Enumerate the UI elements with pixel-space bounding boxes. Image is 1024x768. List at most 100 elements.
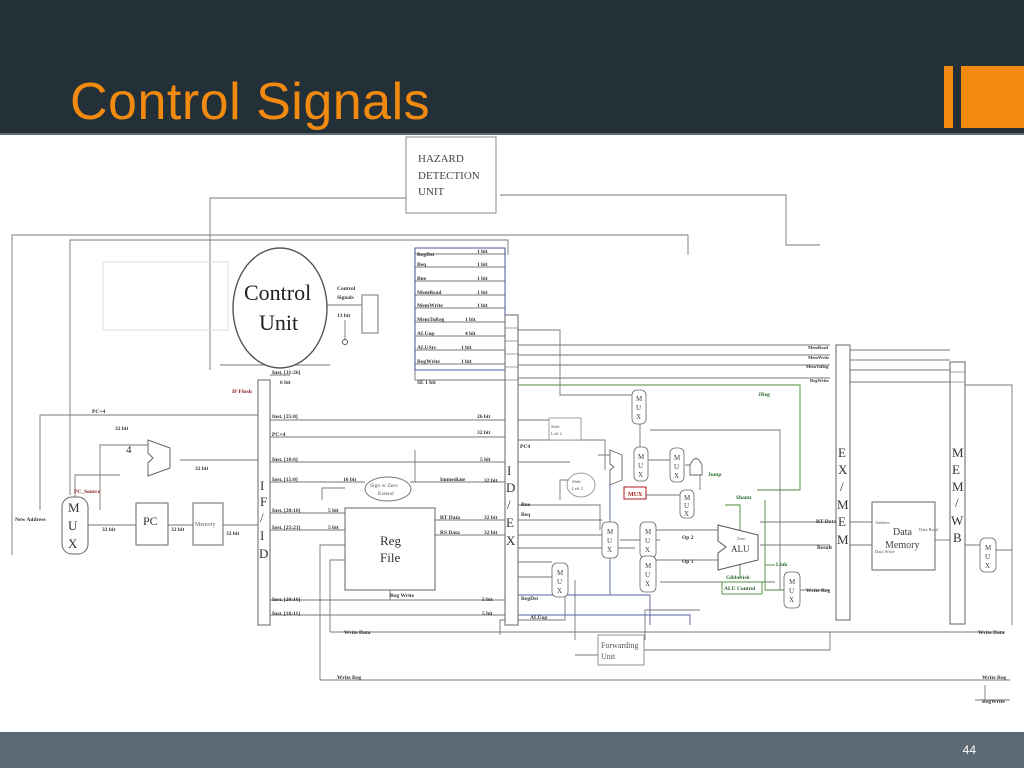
svg-text:26 bit: 26 bit (477, 414, 490, 420)
svg-text:E: E (506, 515, 514, 530)
svg-text:M: M (684, 494, 691, 502)
svg-text:Control: Control (337, 286, 356, 292)
svg-text:M: M (638, 453, 645, 461)
control-unit-line-2: Unit (259, 310, 298, 335)
ex-mem-register: E X / M E M MemRead MemWrite MemToReg Re… (806, 344, 851, 621)
svg-text:MemRead: MemRead (808, 345, 828, 350)
svg-text:X: X (638, 471, 643, 479)
diagram-area: HAZARD DETECTION UNIT Control Unit Contr… (0, 135, 1024, 732)
reg-file: Reg File Reg Write RT Data RS Data 32 bi… (344, 507, 497, 599)
svg-text:Write Reg: Write Reg (982, 675, 1006, 681)
svg-text:SE 1 bit: SE 1 bit (417, 380, 436, 386)
svg-text:Zero: Zero (737, 536, 746, 541)
title-band (0, 0, 1024, 135)
blank-box (102, 261, 229, 331)
svg-text:M: M (837, 532, 849, 547)
svg-text:M: M (674, 454, 681, 462)
svg-text:File: File (380, 550, 400, 565)
svg-text:Beq: Beq (521, 512, 531, 518)
svg-text:PC_Source: PC_Source (74, 489, 101, 495)
svg-text:32 bit: 32 bit (477, 430, 490, 436)
svg-text:6 bit: 6 bit (280, 380, 291, 386)
wires (11, 194, 1013, 701)
svg-text:Inst. [16:11]: Inst. [16:11] (272, 611, 300, 617)
svg-text:X: X (985, 562, 990, 570)
svg-text:MemWrite: MemWrite (808, 355, 829, 360)
svg-text:W: W (951, 513, 964, 528)
svg-text:New Address: New Address (15, 517, 46, 523)
ex-stage: Shift Left 2 Shift Left 2 M U X M U X M … (548, 389, 836, 609)
svg-text:1 bit: 1 bit (461, 359, 472, 365)
svg-text:E: E (838, 445, 846, 460)
svg-text:Inst. [20:16]: Inst. [20:16] (272, 508, 301, 514)
svg-text:5 bit: 5 bit (482, 597, 493, 603)
mem-wb-register: M E M / W B M U X (949, 361, 997, 625)
svg-text:1 bit: 1 bit (477, 290, 488, 296)
svg-text:Inst. [15:0]: Inst. [15:0] (272, 477, 298, 483)
svg-text:M: M (952, 479, 964, 494)
forwarding-unit: Forwarding Unit (597, 634, 645, 666)
svg-text:Inst. [10:6]: Inst. [10:6] (272, 457, 298, 463)
svg-text:X: X (789, 596, 794, 604)
svg-text:MemToReg: MemToReg (417, 317, 445, 323)
svg-text:Inst. [25:0]: Inst. [25:0] (272, 414, 298, 420)
svg-text:Memory: Memory (195, 522, 216, 528)
id-ex-outputs: Bne Beq PC4 RegDst ALUop (520, 444, 547, 621)
svg-text:E: E (952, 462, 960, 477)
svg-text:MemToReg: MemToReg (806, 364, 829, 369)
if-flush-label: IF Flush (232, 389, 252, 395)
svg-text:PC+4: PC+4 (272, 432, 285, 438)
svg-text:U: U (645, 571, 650, 579)
svg-text:32 bit: 32 bit (484, 478, 497, 484)
blue-wires (504, 250, 691, 625)
svg-text:I: I (260, 478, 264, 493)
svg-text:Memory: Memory (885, 540, 919, 551)
svg-text:U: U (789, 587, 794, 595)
svg-text:Inst. [25:21]: Inst. [25:21] (272, 525, 301, 531)
svg-text:X: X (68, 536, 78, 551)
svg-text:Forwarding: Forwarding (601, 641, 638, 650)
fetch-stage: PC+4 32 bit 32 bit 4 PC_Source New Addre… (15, 409, 239, 555)
svg-text:Link: Link (776, 562, 788, 568)
svg-text:X: X (674, 472, 679, 480)
svg-text:M: M (607, 528, 614, 536)
svg-text:5 bit: 5 bit (328, 525, 339, 531)
svg-text:Data: Data (893, 527, 912, 538)
svg-text:Write Reg: Write Reg (806, 588, 830, 594)
svg-text:I: I (507, 463, 511, 478)
svg-text:Unit: Unit (601, 652, 616, 661)
svg-text:Write Data: Write Data (978, 630, 1005, 636)
svg-text:32 bit: 32 bit (115, 426, 128, 432)
svg-text:Shift: Shift (572, 479, 582, 484)
id-ex-register: I D / E X (504, 314, 519, 626)
footer-band (0, 732, 1024, 768)
svg-text:Extend: Extend (378, 491, 394, 497)
svg-text:4: 4 (126, 444, 132, 456)
signal-list: RegDst 1 bit Beq 1 bit Bne 1 bit MemRead… (414, 247, 506, 386)
svg-text:U: U (557, 578, 562, 586)
accent-bar-wide (961, 66, 1024, 128)
svg-text:Bne: Bne (417, 276, 427, 282)
svg-text:U: U (68, 518, 78, 533)
svg-text:1 bit: 1 bit (477, 249, 488, 255)
data-memory: Data Memory Address Data Read Data Write (871, 501, 939, 571)
hazard-line-3: UNIT (418, 186, 445, 198)
svg-text:5 bit: 5 bit (482, 611, 493, 617)
svg-text:16 bit: 16 bit (343, 477, 356, 483)
svg-text:Write Data: Write Data (344, 630, 371, 636)
svg-text:Shift: Shift (551, 424, 561, 429)
svg-text:RegDst: RegDst (521, 596, 538, 602)
svg-text:RegWrite: RegWrite (417, 359, 440, 365)
svg-text:32 bit: 32 bit (102, 527, 115, 533)
svg-text:MemRead: MemRead (417, 290, 441, 296)
svg-text:B: B (953, 530, 962, 545)
hazard-line-1: HAZARD (418, 153, 464, 165)
svg-text:Signals: Signals (337, 295, 354, 301)
svg-text:M: M (985, 544, 992, 552)
control-unit: Control Unit (232, 247, 328, 369)
svg-text:U: U (636, 404, 641, 412)
svg-text:Inst. [20:16]: Inst. [20:16] (272, 597, 301, 603)
svg-text:Op 1: Op 1 (682, 559, 694, 565)
svg-text:5 bit: 5 bit (328, 508, 339, 514)
svg-text:ALUop: ALUop (530, 615, 547, 621)
